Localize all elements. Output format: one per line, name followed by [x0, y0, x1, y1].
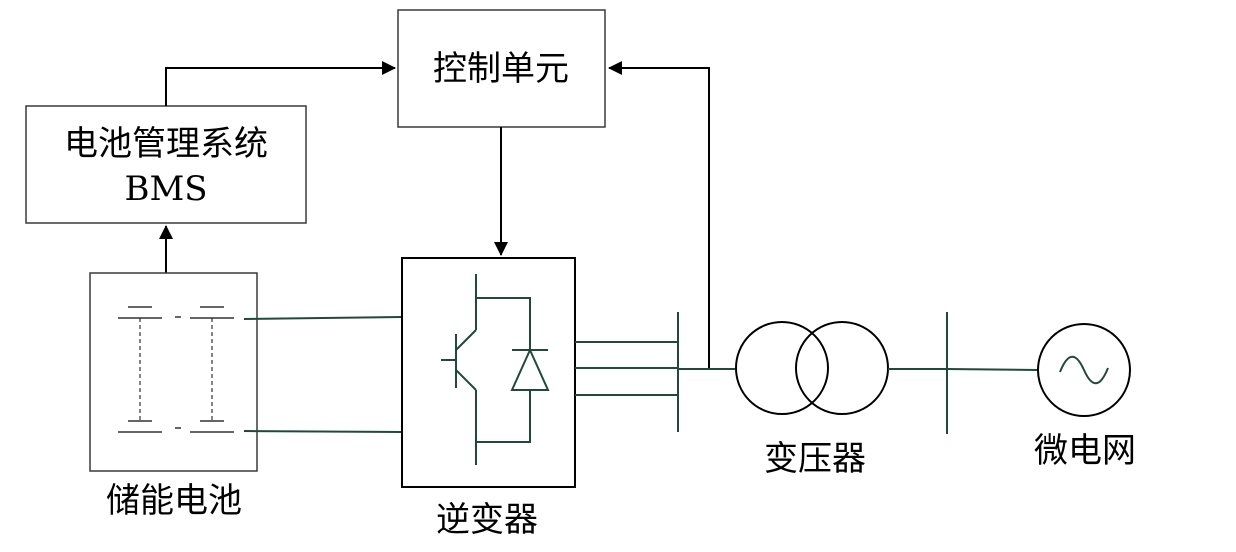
feedback-to-control-arrow — [608, 61, 710, 368]
battery-cell-symbols — [118, 306, 234, 433]
battery-label: 储能电池 — [106, 481, 242, 521]
transformer-label: 变压器 — [764, 439, 866, 479]
control-unit-block: 控制单元 — [397, 9, 606, 128]
bms-to-control-arrow — [165, 61, 396, 106]
control-unit-label: 控制单元 — [433, 49, 569, 89]
igbt-diode-symbol — [441, 274, 550, 465]
inverter-block — [401, 257, 576, 488]
bms-label-line2: BMS — [124, 169, 207, 209]
dc-line-positive — [243, 316, 403, 320]
microgrid-label: 微电网 — [1034, 431, 1136, 471]
battery-block — [89, 272, 258, 472]
ac-source-icon — [1037, 323, 1131, 417]
bms-label-line1: 电池管理系统 — [64, 124, 268, 164]
ac-output-lines — [575, 341, 678, 396]
bus-to-microgrid-line — [946, 368, 1039, 371]
bms-block: 电池管理系统 BMS — [25, 105, 307, 224]
dc-line-negative — [243, 430, 403, 433]
inverter-label: 逆变器 — [436, 500, 538, 540]
transformer-symbol — [735, 321, 889, 415]
